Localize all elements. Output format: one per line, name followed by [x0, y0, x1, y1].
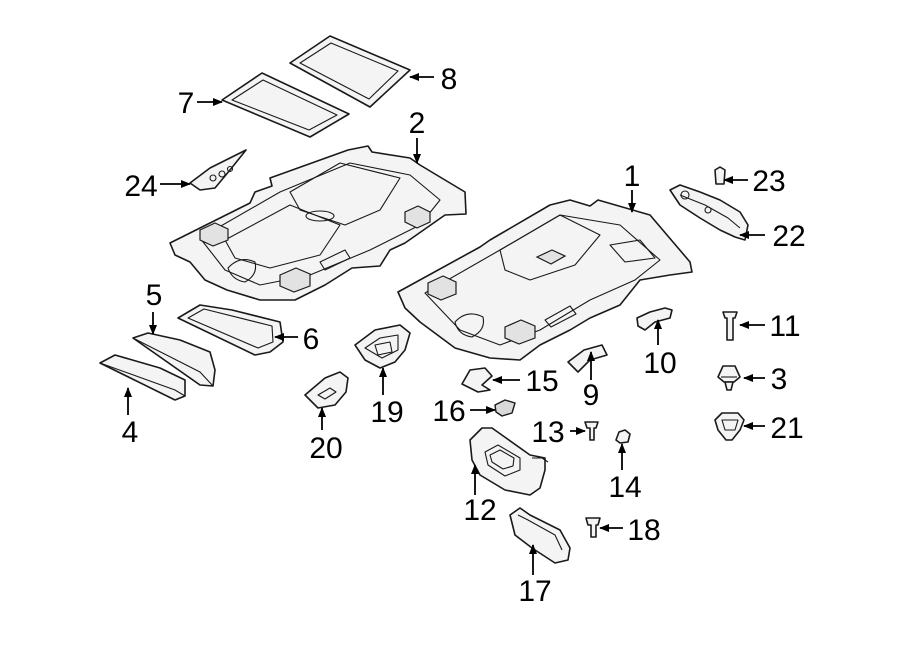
callout-15: 15 — [525, 365, 558, 398]
callout-12: 12 — [463, 494, 496, 527]
mounting-bracket — [189, 149, 247, 191]
callout-6: 6 — [303, 323, 320, 356]
callout-2: 2 — [409, 107, 426, 140]
cap-14 — [615, 429, 631, 444]
visor-bracket — [461, 367, 493, 393]
callout-7: 7 — [178, 87, 195, 120]
callout-4: 4 — [122, 416, 139, 449]
sun-visor — [509, 507, 571, 564]
callout-14: 14 — [608, 471, 641, 504]
push-clip-3 — [717, 365, 741, 391]
dome-light-housing — [354, 324, 411, 369]
sunroof-seal-front — [221, 72, 350, 138]
overhead-console — [669, 184, 749, 241]
callout-labels: 1 2 3 4 5 6 7 8 9 10 11 12 13 14 15 16 1… — [122, 63, 806, 608]
sunroof-seal-rear — [289, 35, 411, 108]
visor-connector — [494, 399, 516, 417]
screw-18 — [585, 517, 601, 538]
callout-18: 18 — [627, 514, 660, 547]
callout-19: 19 — [370, 396, 403, 429]
callout-3: 3 — [771, 363, 788, 396]
callout-1: 1 — [624, 160, 641, 193]
callout-23: 23 — [752, 165, 785, 198]
trim-panel — [177, 304, 284, 356]
bolt-11 — [722, 311, 738, 341]
leader-lines — [124, 73, 765, 575]
callout-20: 20 — [309, 432, 342, 465]
callout-5: 5 — [146, 279, 163, 312]
screw-13 — [584, 421, 599, 441]
shade-panel — [99, 354, 186, 401]
headliner-sunroof — [169, 145, 467, 301]
callout-24: 24 — [124, 170, 157, 203]
callout-17: 17 — [518, 575, 551, 608]
grab-handle — [636, 307, 673, 331]
trim-clip — [567, 344, 608, 373]
headliner — [397, 199, 693, 361]
lamp-lens — [304, 371, 349, 409]
clip-23 — [714, 166, 726, 185]
callout-11: 11 — [769, 310, 800, 343]
callout-8: 8 — [441, 63, 458, 96]
callout-10: 10 — [643, 347, 676, 380]
callout-13: 13 — [531, 416, 564, 449]
callout-21: 21 — [770, 412, 803, 445]
callout-22: 22 — [772, 220, 805, 253]
callout-9: 9 — [583, 379, 600, 412]
retainer-21 — [714, 412, 745, 441]
callout-16: 16 — [432, 395, 465, 428]
